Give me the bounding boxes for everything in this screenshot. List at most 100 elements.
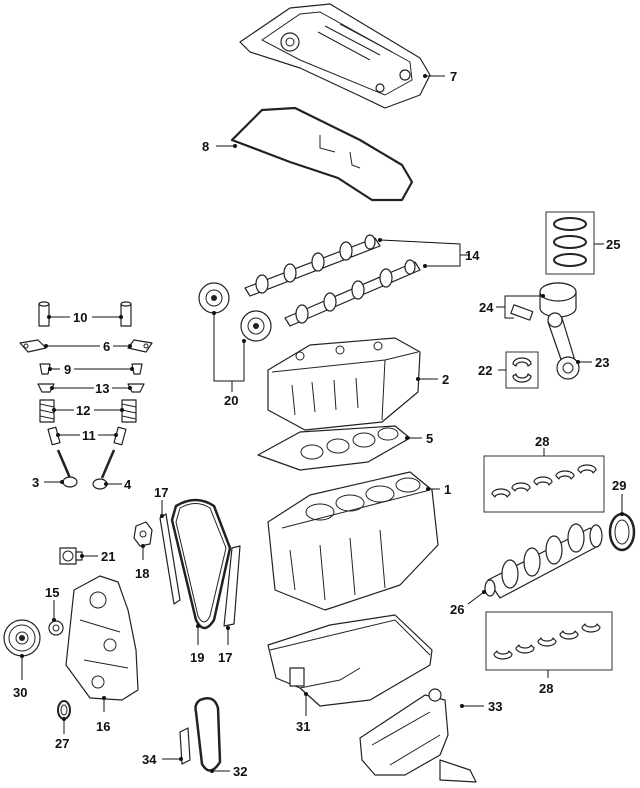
callout-10: 10 <box>47 310 123 325</box>
callout-17-top-label: 17 <box>154 485 168 500</box>
callout-21-label: 21 <box>101 549 115 564</box>
callout-33: 33 <box>460 699 502 714</box>
main-bearings-upper <box>483 455 605 513</box>
timing-chain <box>170 498 232 630</box>
crankshaft-pulley <box>3 619 41 657</box>
callout-2: 2 <box>416 372 449 387</box>
valve-cover-gasket <box>230 106 414 202</box>
callout-3-label: 3 <box>32 475 39 490</box>
callout-29: 29 <box>612 478 626 516</box>
valve-keeper-left <box>39 363 51 375</box>
callout-7-label: 7 <box>450 69 457 84</box>
cam-phaser-exhaust <box>240 310 272 342</box>
piston-ring-set <box>545 211 595 275</box>
timing-idler <box>48 620 64 636</box>
callout-31: 31 <box>296 692 310 734</box>
front-crank-seal <box>57 700 71 720</box>
callout-17-bottom-label: 17 <box>218 650 232 665</box>
callout-31-label: 31 <box>296 719 310 734</box>
callout-17-top: 17 <box>154 485 168 518</box>
rocker-arm-right <box>127 339 153 353</box>
callout-25-label: 25 <box>606 237 620 252</box>
rear-main-seal <box>608 512 636 552</box>
callout-30: 30 <box>13 654 27 700</box>
callout-14: 14 <box>378 238 480 268</box>
callout-34-label: 34 <box>142 752 157 767</box>
piston-pin <box>510 304 534 321</box>
oil-control-valve <box>59 547 83 565</box>
callout-28-upper-label: 28 <box>535 434 549 449</box>
callout-4-label: 4 <box>124 477 132 492</box>
callout-12-label: 12 <box>76 403 90 418</box>
callout-22: 22 <box>478 363 506 378</box>
callout-28-upper: 28 <box>535 434 549 456</box>
valve-spring-left <box>39 399 55 423</box>
engine-block <box>267 471 439 611</box>
cam-phaser-intake <box>198 282 230 314</box>
callout-15-label: 15 <box>45 585 59 600</box>
callout-5-label: 5 <box>426 431 433 446</box>
callout-18: 18 <box>135 544 149 581</box>
callout-3: 3 <box>32 475 64 490</box>
callout-18-label: 18 <box>135 566 149 581</box>
callout-12: 12 <box>52 403 124 418</box>
callout-13-label: 13 <box>95 381 109 396</box>
callout-16-label: 16 <box>96 719 110 734</box>
camshaft-intake <box>244 234 381 297</box>
callout-20-label: 20 <box>224 393 238 408</box>
callout-15: 15 <box>45 585 59 622</box>
callout-8-label: 8 <box>202 139 209 154</box>
callout-9-label: 9 <box>64 362 71 377</box>
callout-32-label: 32 <box>233 764 247 779</box>
callout-24: 24 <box>479 294 545 319</box>
callout-5: 5 <box>405 431 433 446</box>
piston <box>539 282 577 318</box>
callout-30-label: 30 <box>13 685 27 700</box>
callout-19: 19 <box>190 624 204 665</box>
callout-11-label: 11 <box>82 428 96 443</box>
callout-22-label: 22 <box>478 363 492 378</box>
callout-27-label: 27 <box>55 736 69 751</box>
callout-28-lower: 28 <box>539 670 553 696</box>
callout-6: 6 <box>44 339 132 354</box>
chain-tensioner <box>133 521 153 547</box>
callout-4: 4 <box>104 477 132 492</box>
callout-26-label: 26 <box>450 602 464 617</box>
callout-26: 26 <box>450 590 486 617</box>
head-gasket <box>257 425 411 471</box>
crankshaft <box>484 523 603 599</box>
valve-spring-right <box>121 399 137 423</box>
callout-23-label: 23 <box>595 355 609 370</box>
callout-1: 1 <box>426 482 451 497</box>
callout-10-label: 10 <box>73 310 87 325</box>
oil-pump-pickup <box>359 688 477 783</box>
oil-pump-chain <box>194 697 222 772</box>
connecting-rod <box>547 312 580 380</box>
valve-cover <box>239 3 431 109</box>
callout-21: 21 <box>80 549 115 564</box>
valve-keeper-right <box>131 363 143 375</box>
timing-chain-guide-right <box>223 545 241 627</box>
callout-33-label: 33 <box>488 699 502 714</box>
intake-valve <box>56 449 78 488</box>
callout-29-label: 29 <box>612 478 626 493</box>
oil-pump-chain-guide <box>179 727 191 765</box>
main-bearings-lower <box>485 611 613 671</box>
callout-7: 7 <box>423 69 457 84</box>
callout-17-bottom: 17 <box>218 626 232 665</box>
lash-adjuster-left <box>38 301 50 327</box>
callout-19-label: 19 <box>190 650 204 665</box>
callout-14-label: 14 <box>465 248 480 263</box>
callout-11: 11 <box>56 428 118 443</box>
callout-13: 13 <box>50 381 132 396</box>
callout-16: 16 <box>96 696 110 734</box>
callout-24-label: 24 <box>479 300 494 315</box>
callout-27: 27 <box>55 717 69 751</box>
lash-adjuster-right <box>120 301 132 327</box>
exhaust-valve <box>92 449 116 490</box>
callout-23: 23 <box>576 355 609 370</box>
callout-34: 34 <box>142 752 183 767</box>
callout-25: 25 <box>594 237 620 252</box>
callout-28-lower-label: 28 <box>539 681 553 696</box>
